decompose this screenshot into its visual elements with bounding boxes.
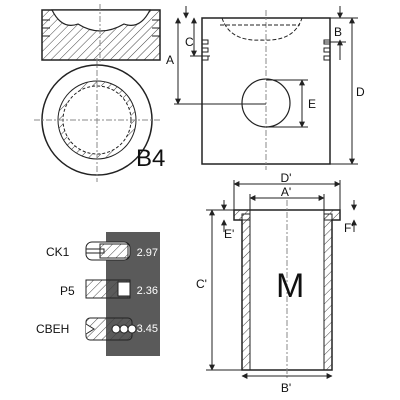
piston-dimensions [174, 6, 358, 165]
ring-name-p5: P5 [60, 284, 75, 298]
piston-side-view [201, 10, 331, 170]
ring-name-ck1: CK1 [46, 245, 70, 259]
dim-b-prime-label: B' [281, 381, 291, 395]
dim-b-label: B [334, 25, 342, 39]
dim-a-label: A [166, 53, 174, 67]
ring-cbeh [85, 317, 137, 341]
liner-code-label: M [276, 267, 304, 305]
dim-d-label: D [356, 85, 365, 99]
ring-ck1 [85, 241, 131, 261]
ring-p5 [85, 279, 131, 299]
ring-value-p5: 2.36 [137, 285, 158, 297]
dim-a-prime-label: A' [281, 185, 291, 199]
dim-e-label: E [308, 97, 316, 111]
piston-code-label: B4 [136, 145, 165, 172]
piston-top-view [34, 58, 160, 182]
dim-c-prime-label: C' [196, 277, 207, 291]
dim-d-prime-label: D' [281, 171, 292, 185]
ring-value-cbeh: 3.45 [137, 323, 158, 335]
piston-section-view [41, 4, 161, 64]
ring-name-cbeh: CBEH [36, 322, 69, 336]
liner-dimensions [206, 180, 357, 379]
dim-f-prime-label: F' [344, 221, 354, 235]
ring-value-ck1: 2.97 [137, 247, 158, 259]
dim-c-label: C [185, 35, 194, 49]
liner-view [233, 200, 341, 378]
dim-e-prime-label: E' [224, 227, 234, 241]
